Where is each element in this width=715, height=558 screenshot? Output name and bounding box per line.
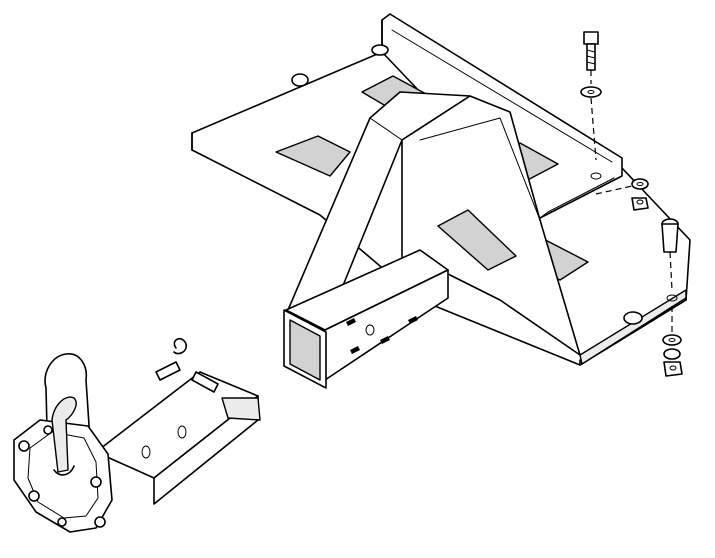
hardware-stack-bottom xyxy=(661,218,683,377)
carriage-bolt-head-front xyxy=(623,311,643,325)
hitch-insert xyxy=(13,337,261,533)
shank-hole xyxy=(177,425,187,439)
block-bolt xyxy=(90,476,102,488)
hitch-pin xyxy=(155,361,181,381)
receiver-frame xyxy=(283,91,581,389)
shank-hole xyxy=(141,445,151,459)
plate-slot xyxy=(590,172,602,180)
block-bolt xyxy=(28,490,40,502)
hitch-pin-clip xyxy=(173,337,188,355)
block-bolt xyxy=(43,425,53,435)
block-bolt xyxy=(18,440,30,452)
receiver-pin-hole xyxy=(365,324,375,336)
carriage-bolt-shank xyxy=(661,223,679,253)
block-bolt xyxy=(94,516,106,528)
hook-slot xyxy=(51,396,77,473)
hex-bolt-head xyxy=(583,31,599,45)
washer-bottom xyxy=(662,334,682,346)
block-bolt xyxy=(57,517,67,527)
carriage-bolt-head-rear xyxy=(291,73,309,87)
gusset-cutout xyxy=(437,209,517,271)
washer-top xyxy=(580,86,602,98)
hardware-stack-side xyxy=(595,178,649,211)
hardware-stack-top xyxy=(580,31,602,161)
lock-washer-bottom xyxy=(663,348,681,360)
plate-cutout-left xyxy=(275,135,351,177)
washer-side xyxy=(631,178,649,190)
shank-end xyxy=(221,397,261,421)
nut-top-left xyxy=(371,44,389,56)
nut-bottom xyxy=(663,361,683,377)
plate-slot xyxy=(666,294,678,302)
